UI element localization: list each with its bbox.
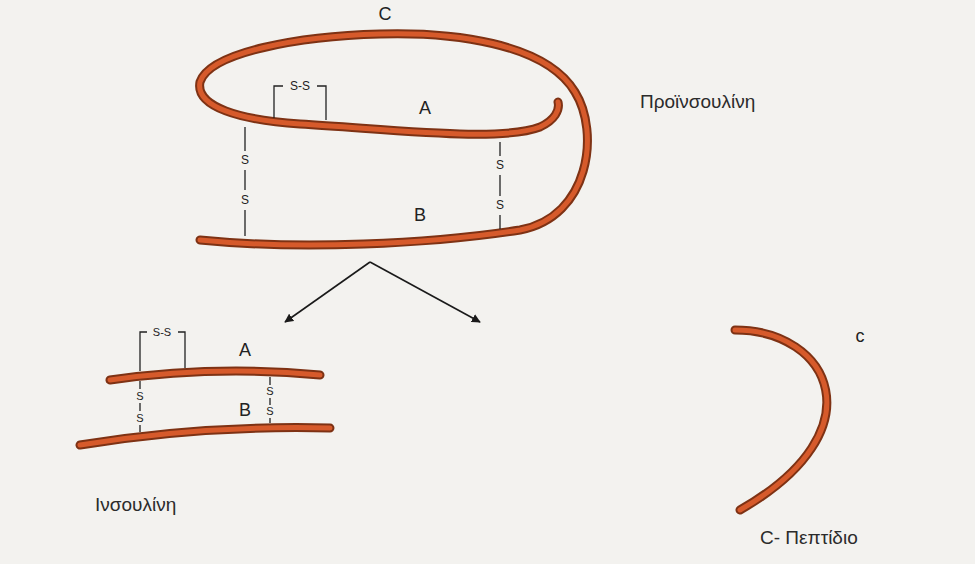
- reaction-arrow: [285, 262, 370, 322]
- proinsulin-chain: [200, 34, 588, 245]
- disulfide-label: S-S: [290, 80, 310, 92]
- disulfide-bond: [139, 381, 140, 432]
- proinsulin-figure: Προϊνσουλίνη: [180, 0, 780, 262]
- molecule-caption: Προϊνσουλίνη: [640, 92, 755, 113]
- c-peptide-chain-outline: [735, 330, 827, 510]
- sulfur-label: S: [266, 386, 273, 397]
- proinsulin-chain-outline: [200, 34, 588, 245]
- insulin-a-chain: [110, 371, 320, 380]
- disulfide-bond: [499, 142, 500, 229]
- sulfur-label: S: [241, 194, 249, 206]
- c-peptide-figure: C- Πεπτίδιο: [470, 322, 930, 560]
- molecule-caption: C- Πεπτίδιο: [760, 528, 858, 549]
- disulfide-label: S-S: [153, 327, 171, 338]
- reaction-arrow: [370, 262, 480, 322]
- chain-letter: A: [419, 99, 431, 117]
- sulfur-label: S: [136, 391, 143, 402]
- chain-letter: c: [856, 327, 865, 345]
- disulfide-bond: [244, 127, 245, 236]
- chain-letter: C: [379, 5, 392, 23]
- insulin-b-chain-outline: [80, 428, 330, 445]
- sulfur-label: S: [241, 154, 249, 166]
- chain-letter: B: [414, 206, 426, 224]
- insulin-figure: Ινσουλίνη: [70, 322, 345, 535]
- c-peptide-chain: [735, 330, 827, 510]
- molecule-caption: Ινσουλίνη: [95, 495, 176, 516]
- chain-letter: A: [239, 341, 251, 359]
- sulfur-label: S: [266, 406, 273, 417]
- chain-letter: B: [239, 401, 251, 419]
- insulin-a-chain-outline: [110, 371, 320, 380]
- sulfur-label: S: [496, 199, 504, 211]
- sulfur-label: S: [496, 159, 504, 171]
- disulfide-bracket: [140, 332, 185, 371]
- sulfur-label: S: [136, 413, 143, 424]
- insulin-b-chain: [80, 428, 330, 445]
